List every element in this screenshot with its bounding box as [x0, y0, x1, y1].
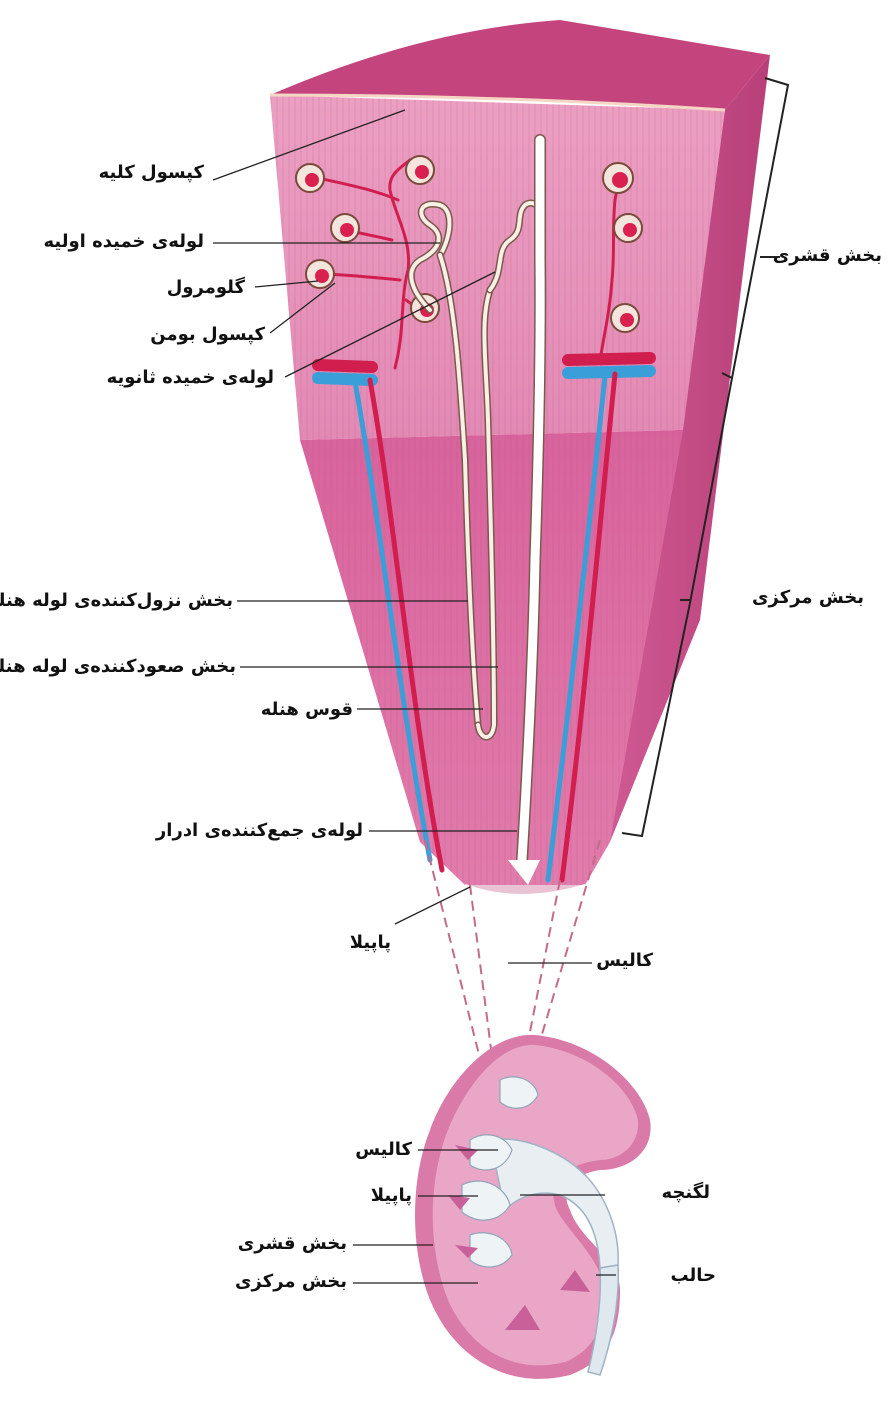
left-vein-arc	[318, 378, 372, 380]
label-pelvis: لگنچه	[662, 1182, 710, 1204]
glomerulus	[603, 163, 633, 193]
label-bowman-capsule: کپسول بومن	[150, 324, 265, 346]
label-kidney-medulla: بخش مرکزی	[235, 1271, 347, 1293]
left-artery-arc	[318, 365, 372, 367]
label-medulla: بخش مرکزی	[752, 587, 864, 609]
right-vein-arc	[568, 371, 650, 373]
label-henle-loop: قوس هنله	[261, 699, 353, 721]
label-ureter: حالب	[670, 1265, 716, 1287]
label-kidney-cortex: بخش قشری	[238, 1233, 347, 1255]
glomerulus	[306, 260, 334, 288]
label-kidney-calyx: کالیس	[355, 1139, 412, 1161]
tissue-block	[270, 20, 770, 895]
label-cortex: بخش قشری	[773, 245, 882, 267]
label-glomerulus: گلومرول	[167, 277, 245, 299]
tissue-striations	[270, 95, 730, 885]
label-renal-capsule: کپسول کلیه	[99, 162, 204, 184]
glomerulus	[331, 214, 359, 242]
label-distal-tubule: لوله‌ی خمیده ثانویه	[107, 367, 274, 389]
glomerulus	[611, 304, 639, 332]
right-artery-arc	[568, 358, 650, 360]
label-ascending-limb: بخش صعودکننده‌ی لوله هنله	[0, 656, 236, 678]
glomerulus	[614, 214, 642, 242]
kidney-section	[415, 1035, 651, 1379]
label-calyx: کالیس	[596, 950, 653, 972]
glomerulus	[406, 156, 434, 184]
label-kidney-papilla: پاپیلا	[371, 1185, 412, 1207]
papilla-tip	[465, 885, 585, 895]
glomerulus	[296, 164, 324, 192]
label-papilla: پاپیلا	[350, 932, 391, 954]
label-descending-limb: بخش نزول‌کننده‌ی لوله هنله	[0, 590, 233, 612]
label-collecting-duct: لوله‌ی جمع‌کننده‌ی ادرار	[156, 820, 363, 842]
label-proximal-tubule: لوله‌ی خمیده اولیه	[43, 231, 204, 253]
